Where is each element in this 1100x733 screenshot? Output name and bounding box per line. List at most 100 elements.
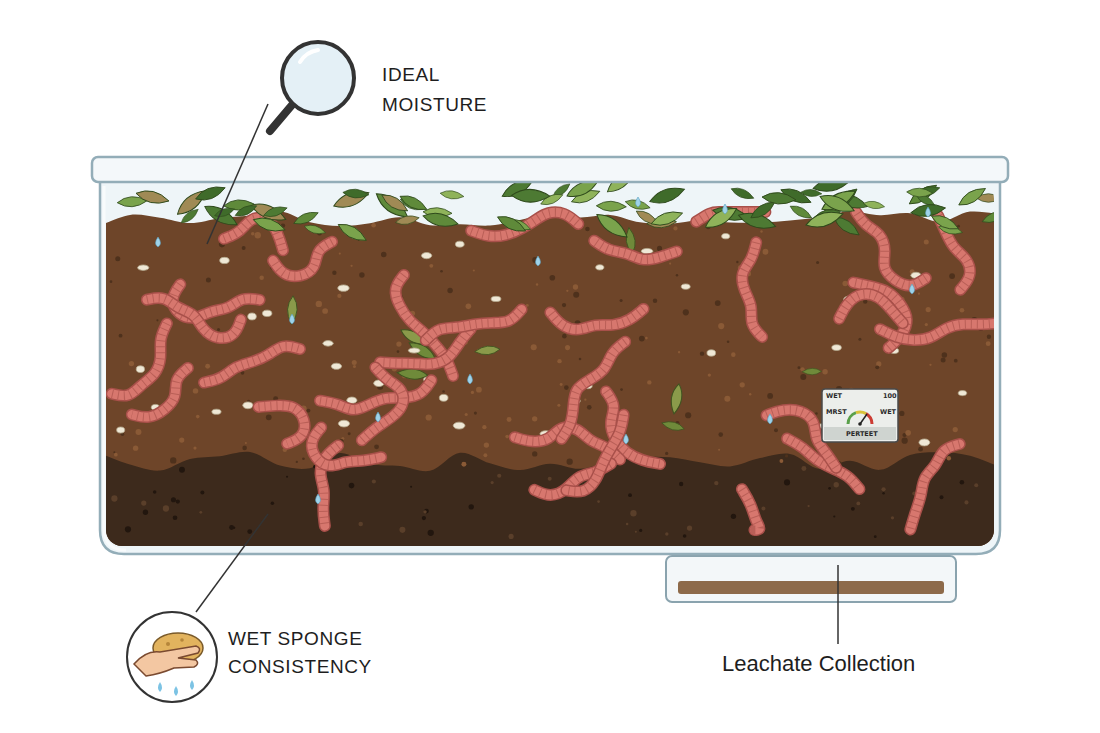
soil-grain: [113, 451, 115, 453]
soil-grain: [918, 293, 920, 295]
soil-grain: [800, 374, 806, 380]
soil-grain: [761, 507, 765, 511]
soil-grain: [562, 334, 567, 339]
soil-grain: [902, 438, 908, 444]
soil-grain: [469, 504, 474, 509]
soil-grain: [422, 516, 426, 520]
soil-grain: [156, 319, 158, 321]
soil-grain: [587, 405, 592, 410]
leaf: [213, 206, 235, 219]
soil-grain: [251, 232, 255, 236]
leaf: [788, 203, 813, 222]
soil-grain: [136, 429, 142, 435]
art-path: [312, 428, 381, 466]
soil-grain: [307, 409, 311, 413]
soil-grain: [947, 456, 951, 460]
worm: [320, 380, 431, 409]
soil-grain: [193, 388, 198, 393]
buried-leaf: [287, 296, 298, 325]
art-path: [848, 413, 856, 424]
cocoon: [453, 422, 465, 429]
art-path: [742, 489, 760, 530]
cocoon: [439, 394, 448, 401]
art-path: [910, 444, 959, 529]
soil-grain: [685, 412, 691, 418]
soil-grain: [474, 412, 477, 415]
leaf: [730, 185, 756, 202]
callout-label: Leachate Collection: [722, 651, 915, 677]
leaf: [135, 188, 171, 207]
buried-leaf: [661, 419, 685, 432]
art-path: [550, 309, 643, 330]
soil-grain: [949, 273, 955, 279]
soil-grain: [176, 499, 180, 503]
soil-layer: [106, 211, 994, 546]
art-path: [273, 242, 332, 276]
gauge-text: 100: [883, 392, 897, 400]
soil-grain: [424, 509, 429, 514]
soil-grain: [381, 252, 387, 258]
soil-grain: [858, 338, 861, 341]
soil-grain: [565, 345, 570, 350]
worm: [742, 489, 760, 530]
leader-line: [837, 565, 839, 644]
leaf: [440, 189, 465, 200]
leaf: [395, 214, 420, 227]
soil-grain: [647, 380, 651, 384]
soil-grain: [724, 396, 730, 402]
soil-grain: [557, 359, 561, 363]
soil-grain: [731, 352, 736, 357]
sponge-inset: [127, 612, 217, 702]
soil-grain: [645, 337, 648, 340]
soil-grain: [242, 246, 246, 250]
soil-grain: [339, 253, 341, 255]
art-path: [856, 212, 926, 285]
soil-grain: [731, 514, 736, 519]
art-path: [856, 412, 866, 414]
worm: [910, 444, 959, 529]
soil-grain: [940, 495, 944, 499]
cocoon: [958, 391, 967, 396]
water-drop: [910, 284, 915, 294]
soil-grain: [141, 500, 146, 505]
art-path: [426, 309, 522, 340]
soil-grain: [200, 490, 204, 494]
soil-grain: [987, 335, 991, 339]
soil-grain: [673, 226, 677, 230]
soil-grain: [665, 452, 668, 455]
soil-grain: [573, 292, 579, 298]
soil-grain: [466, 304, 472, 310]
soil-grain: [266, 415, 272, 421]
gauge-text: PERTEET: [846, 430, 878, 438]
soil-grain: [173, 515, 178, 520]
soil-grain: [807, 505, 809, 507]
cocoon: [491, 296, 501, 301]
soil-grain: [718, 449, 720, 451]
leaf: [804, 208, 845, 232]
soil-grain: [573, 284, 578, 289]
cocoon: [262, 310, 271, 316]
leaf: [649, 208, 684, 229]
soil-grain: [242, 446, 247, 451]
art-path: [320, 380, 431, 409]
worm: [550, 309, 643, 330]
soil-grain: [941, 358, 946, 363]
soil-grain: [133, 445, 138, 450]
soil-grain: [687, 525, 692, 530]
soil-grain: [316, 301, 322, 307]
worm: [312, 428, 381, 466]
soil-grain: [153, 490, 157, 494]
bin-highlight: [104, 186, 126, 550]
art-path: [312, 428, 381, 466]
cocoon: [596, 265, 604, 270]
soil-grain: [550, 275, 556, 281]
leaf: [336, 220, 369, 245]
soil-grain: [374, 444, 379, 449]
soil-grain: [926, 307, 931, 312]
cocoon: [136, 366, 144, 373]
art-path: [742, 489, 760, 530]
soil-grain: [473, 269, 475, 271]
art-path: [147, 298, 241, 338]
